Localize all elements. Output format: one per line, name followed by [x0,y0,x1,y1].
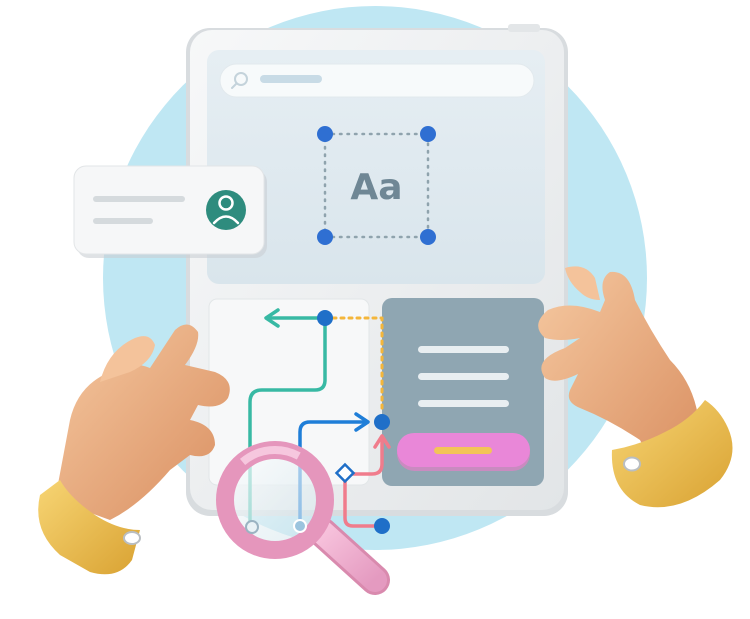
selection-handle[interactable] [317,229,333,245]
content-line [418,346,509,353]
content-panel [382,298,544,486]
teal-flow-line [248,316,327,528]
button-label-bar [434,447,492,454]
orange-dotted-line [323,316,384,412]
text-sample: Aa [350,167,402,208]
cuff-button [123,531,141,545]
content-line [418,373,509,380]
pink-button[interactable] [397,433,530,471]
search-placeholder-bar [260,75,322,83]
cuff-button [623,456,641,472]
blue-flow-line [298,420,368,528]
magnifying-glass-icon [216,441,390,595]
flow-diamond-node[interactable] [334,462,356,484]
selection-handle[interactable] [317,126,333,142]
arrow-up-icon [373,434,391,449]
arrow-left-icon [264,308,280,328]
flow-node[interactable] [317,310,333,326]
red-flow-line [343,478,384,528]
preview-panel [207,50,545,284]
text-selection-box[interactable]: Aa [317,126,436,245]
content-line [418,400,509,407]
arrow-right-icon [354,412,370,432]
search-icon [231,72,248,89]
flow-lines [248,308,391,528]
red-flow-line [343,438,384,476]
profile-line [93,196,185,202]
profile-card[interactable] [73,165,267,258]
search-bar[interactable] [219,63,535,98]
selection-handle[interactable] [420,229,436,245]
user-avatar-icon [206,190,246,230]
profile-line [93,218,153,224]
selection-handle[interactable] [420,126,436,142]
flow-node[interactable] [374,518,390,534]
left-hand [38,324,230,575]
right-hand [538,266,733,508]
flow-node[interactable] [374,414,390,430]
